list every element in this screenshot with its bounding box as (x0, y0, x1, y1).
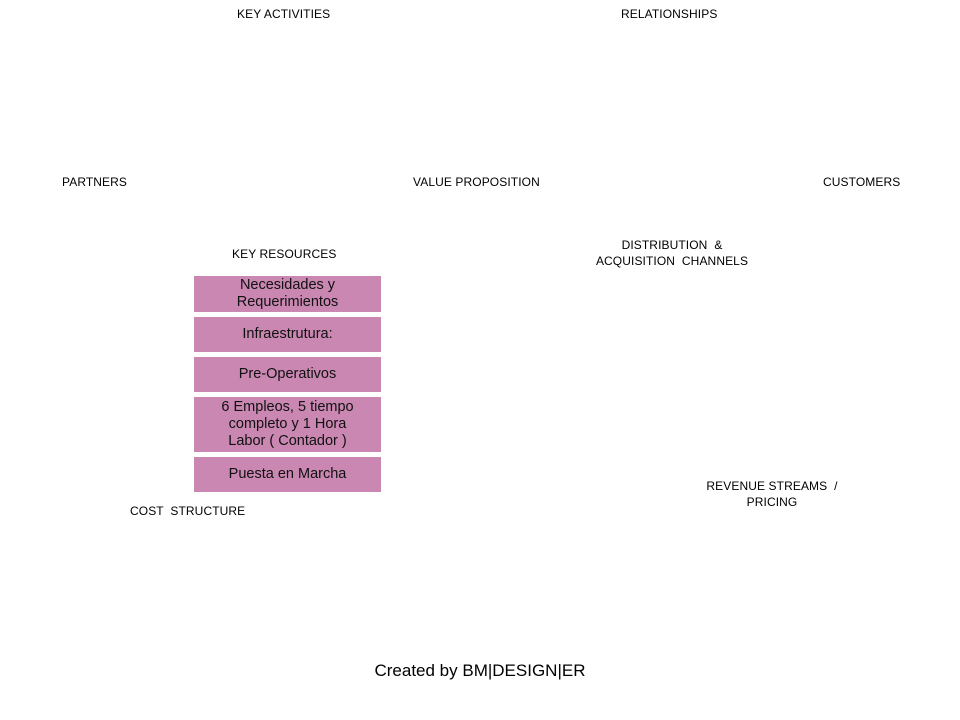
revenue-label-line-1: REVENUE STREAMS / (706, 479, 838, 493)
key-resource-card[interactable]: Infraestrutura: (194, 317, 381, 352)
relationships-label: RELATIONSHIPS (621, 7, 718, 21)
key-activities-label: KEY ACTIVITIES (237, 7, 331, 21)
revenue-streams-label: REVENUE STREAMS / PRICING (682, 478, 862, 510)
footer-credit: Created by BM|DESIGN|ER (374, 661, 586, 680)
value-proposition-label: VALUE PROPOSITION (413, 175, 540, 189)
distribution-channels-label: DISTRIBUTION & ACQUISITION CHANNELS (582, 237, 762, 269)
distribution-label-line-2: ACQUISITION CHANNELS (595, 254, 749, 268)
distribution-label-line-1: DISTRIBUTION & (621, 238, 723, 252)
key-resource-card[interactable]: Puesta en Marcha (194, 457, 381, 492)
key-resource-card[interactable]: 6 Empleos, 5 tiempo completo y 1 Hora La… (194, 397, 381, 452)
key-resource-card[interactable]: Necesidades y Requerimientos (194, 276, 381, 312)
revenue-label-line-2: PRICING (746, 495, 798, 509)
key-resources-label: KEY RESOURCES (232, 247, 337, 261)
cost-structure-label: COST STRUCTURE (130, 504, 246, 518)
partners-label: PARTNERS (62, 175, 128, 189)
customers-label: CUSTOMERS (823, 175, 901, 189)
key-resource-card[interactable]: Pre-Operativos (194, 357, 381, 392)
